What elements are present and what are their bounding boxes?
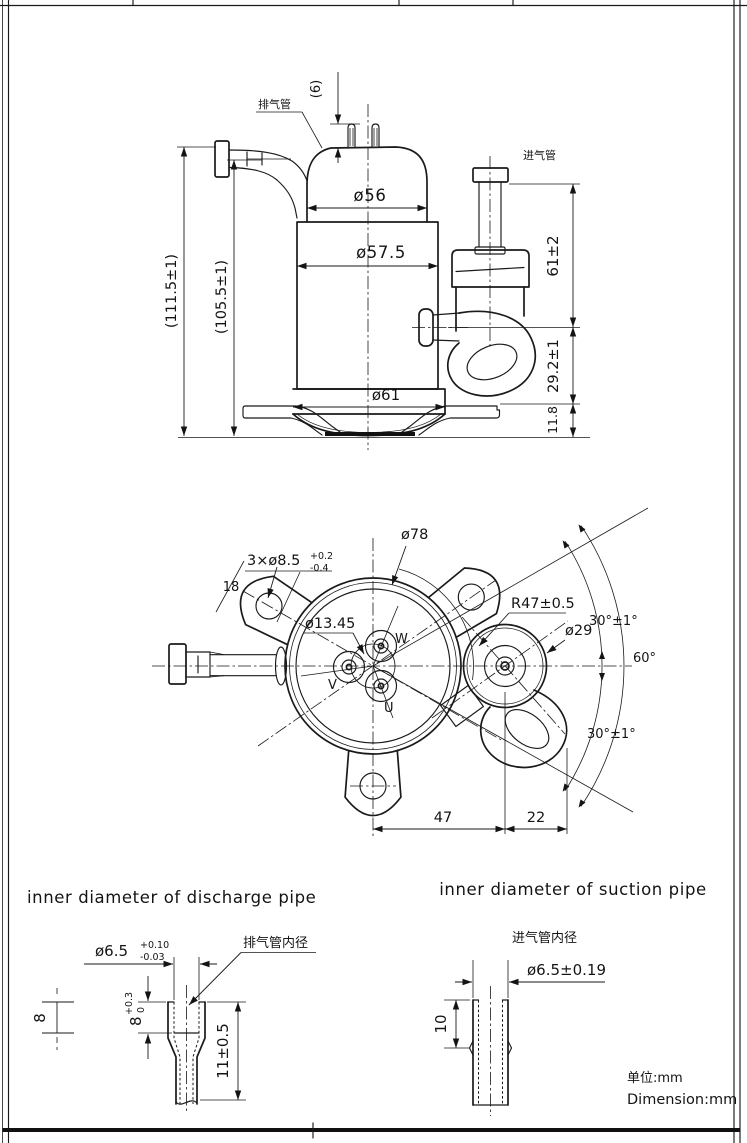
discharge-tol-lower: -0.03 — [140, 952, 165, 963]
mount-radius-arc — [398, 568, 474, 681]
shell-cap-outline — [306, 146, 428, 223]
angle-lower-label: 30°±1° — [587, 727, 636, 742]
unit-label-en: Dimension:mm — [627, 1092, 737, 1108]
dim-terminal-circle: ø13.45 — [305, 616, 355, 632]
accumulator-plan — [440, 623, 568, 769]
units-note: 单位:mm Dimension:mm — [627, 1071, 737, 1108]
dim-base-diameter: ø61 — [372, 386, 400, 404]
shell-outer-circle — [284, 577, 462, 755]
terminal-u-label: U — [384, 701, 394, 716]
discharge-pipe-shape — [167, 985, 206, 1112]
plan-callouts: 3×ø8.5 +0.2 -0.4 18 ø78 ø13.45 R47±0.5 ø… — [215, 527, 592, 655]
dim-shell-diameter: ø57.5 — [356, 243, 406, 262]
discharge-pipe-side — [214, 140, 308, 219]
pipe-length-dim: 11±0.5 — [200, 1001, 246, 1101]
accumulator-side — [412, 156, 536, 397]
plan-view: W V U 30°±1° — [152, 507, 656, 836]
angle-upper-label: 30°±1° — [589, 614, 638, 629]
shell-base-band — [292, 388, 446, 415]
dim-accumulator-diameter: ø29 — [565, 623, 592, 639]
dim-overall-height: (111.5±1) — [164, 254, 180, 328]
discharge-tol-upper: +0.10 — [140, 940, 169, 951]
terminal-w-label: W — [395, 632, 408, 647]
mounting-bracket-side — [242, 405, 501, 436]
dim-socket-depth: 8 — [127, 1016, 145, 1026]
suction-pipe-detail: inner diameter of suction pipe 进气管内径 ø6.… — [432, 880, 707, 1116]
height-dimensions: (111.5±1) (105.5±1) — [164, 146, 262, 436]
suction-pipe-shape — [468, 986, 513, 1116]
terminal-pins — [347, 123, 380, 148]
dim-shell-height: (105.5±1) — [214, 260, 230, 334]
unit-label-cn: 单位:mm — [627, 1071, 683, 1086]
dim-mount-radius: R47±0.5 — [511, 596, 575, 612]
suction-pipe-cn-label: 进气管内径 — [512, 930, 577, 946]
dim-center-to-acc: 47 — [434, 810, 452, 826]
dim-pin-height: (6) — [309, 80, 324, 98]
right-side-dims: 61±2 29.2±1 11.8 — [448, 183, 580, 437]
pin-height-dim: (6) — [309, 72, 360, 163]
dim-cap-circle: ø78 — [401, 527, 428, 543]
dim-base-height: 11.8 — [545, 406, 560, 434]
suction-inner-diameter: ø6.5±0.19 — [527, 961, 606, 979]
discharge-pipe-cn-label: 排气管内径 — [243, 935, 308, 951]
discharge-detail-title: inner diameter of discharge pipe — [27, 888, 316, 907]
angle-total-label: 60° — [633, 651, 656, 666]
dim-pipe-length: 11±0.5 — [214, 1023, 232, 1079]
suction-pipe-label: 进气管 — [523, 148, 556, 162]
dim-mount-holes-tol-lower: -0.4 — [310, 563, 329, 574]
dim-mount-holes: 3×ø8.5 — [247, 553, 300, 569]
socket-depth-dim: 8 +0.3 0 — [124, 976, 172, 1059]
terminal-v-label: V — [328, 678, 337, 693]
dim-cap-diameter: ø56 — [354, 186, 387, 205]
terminals: W V U — [300, 605, 408, 719]
dim-acc-to-pipe: 22 — [527, 810, 545, 826]
dim-mount-holes-tol-upper: +0.2 — [310, 551, 333, 562]
dim-ref-depth: 8 — [31, 1013, 49, 1023]
discharge-inner-diameter: ø6.5 — [95, 942, 128, 960]
socket-tol-lower: 0 — [136, 1007, 147, 1013]
diameter-dims: ø56 ø57.5 ø61 — [293, 186, 445, 411]
socket-tol-upper: +0.3 — [124, 992, 135, 1015]
dim-suction-pipe-height: 61±2 — [544, 235, 562, 276]
suction-detail-title: inner diameter of suction pipe — [439, 880, 707, 899]
ref-depth-dim: 8 — [31, 988, 74, 1050]
mounting-ears — [239, 567, 501, 817]
angle-fan: 30°±1° 60° 30°±1° — [372, 507, 656, 813]
dim-ear-width: 18 — [223, 580, 240, 595]
suction-depth-dim: 10 — [432, 999, 470, 1049]
plan-bottom-dims: 47 22 — [373, 692, 568, 834]
discharge-pipe-detail: inner diameter of discharge pipe ø6.5 +0… — [27, 888, 316, 1112]
dim-suction-depth: 10 — [432, 1014, 450, 1033]
dim-stub-height: 29.2±1 — [546, 339, 562, 393]
discharge-pipe-label: 排气管 — [258, 97, 291, 111]
discharge-pipe-plan — [168, 643, 288, 686]
side-view: (111.5±1) (105.5±1) (6) ø56 ø57.5 ø61 — [164, 72, 590, 450]
